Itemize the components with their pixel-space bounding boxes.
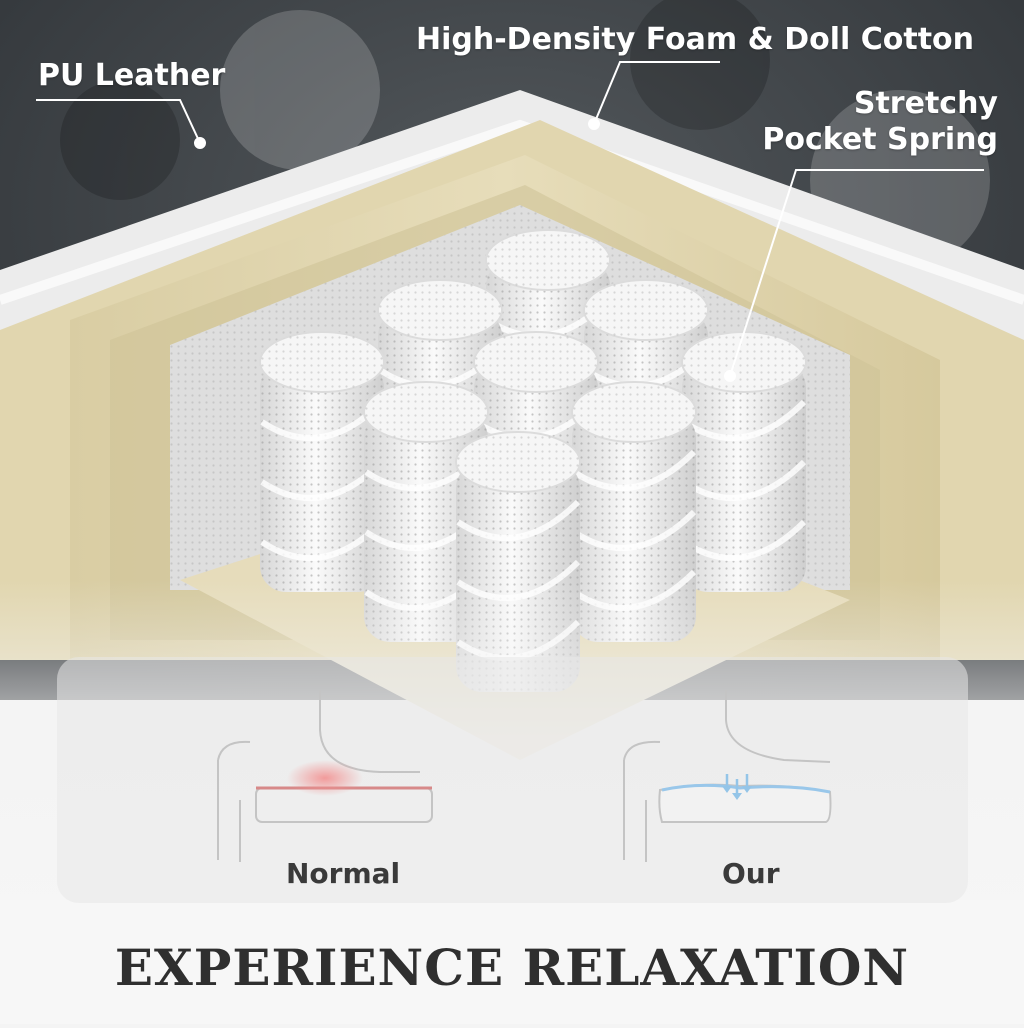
callout-leaders (36, 61, 984, 382)
label-our: Our (722, 857, 780, 890)
callout-pu-leather: PU Leather (38, 58, 226, 93)
comparison-panel (57, 657, 968, 903)
headline: EXPERIENCE RELAXATION (114, 938, 910, 997)
callout-pocket-spring-line1: Stretchy (853, 86, 998, 121)
label-normal: Normal (286, 857, 401, 890)
callout-pocket-spring-line2: Pocket Spring (762, 122, 998, 157)
callout-pocket-spring: Stretchy Pocket Spring (762, 86, 998, 158)
callout-foam: High-Density Foam & Doll Cotton (416, 22, 975, 57)
pocket-spring (682, 332, 806, 592)
